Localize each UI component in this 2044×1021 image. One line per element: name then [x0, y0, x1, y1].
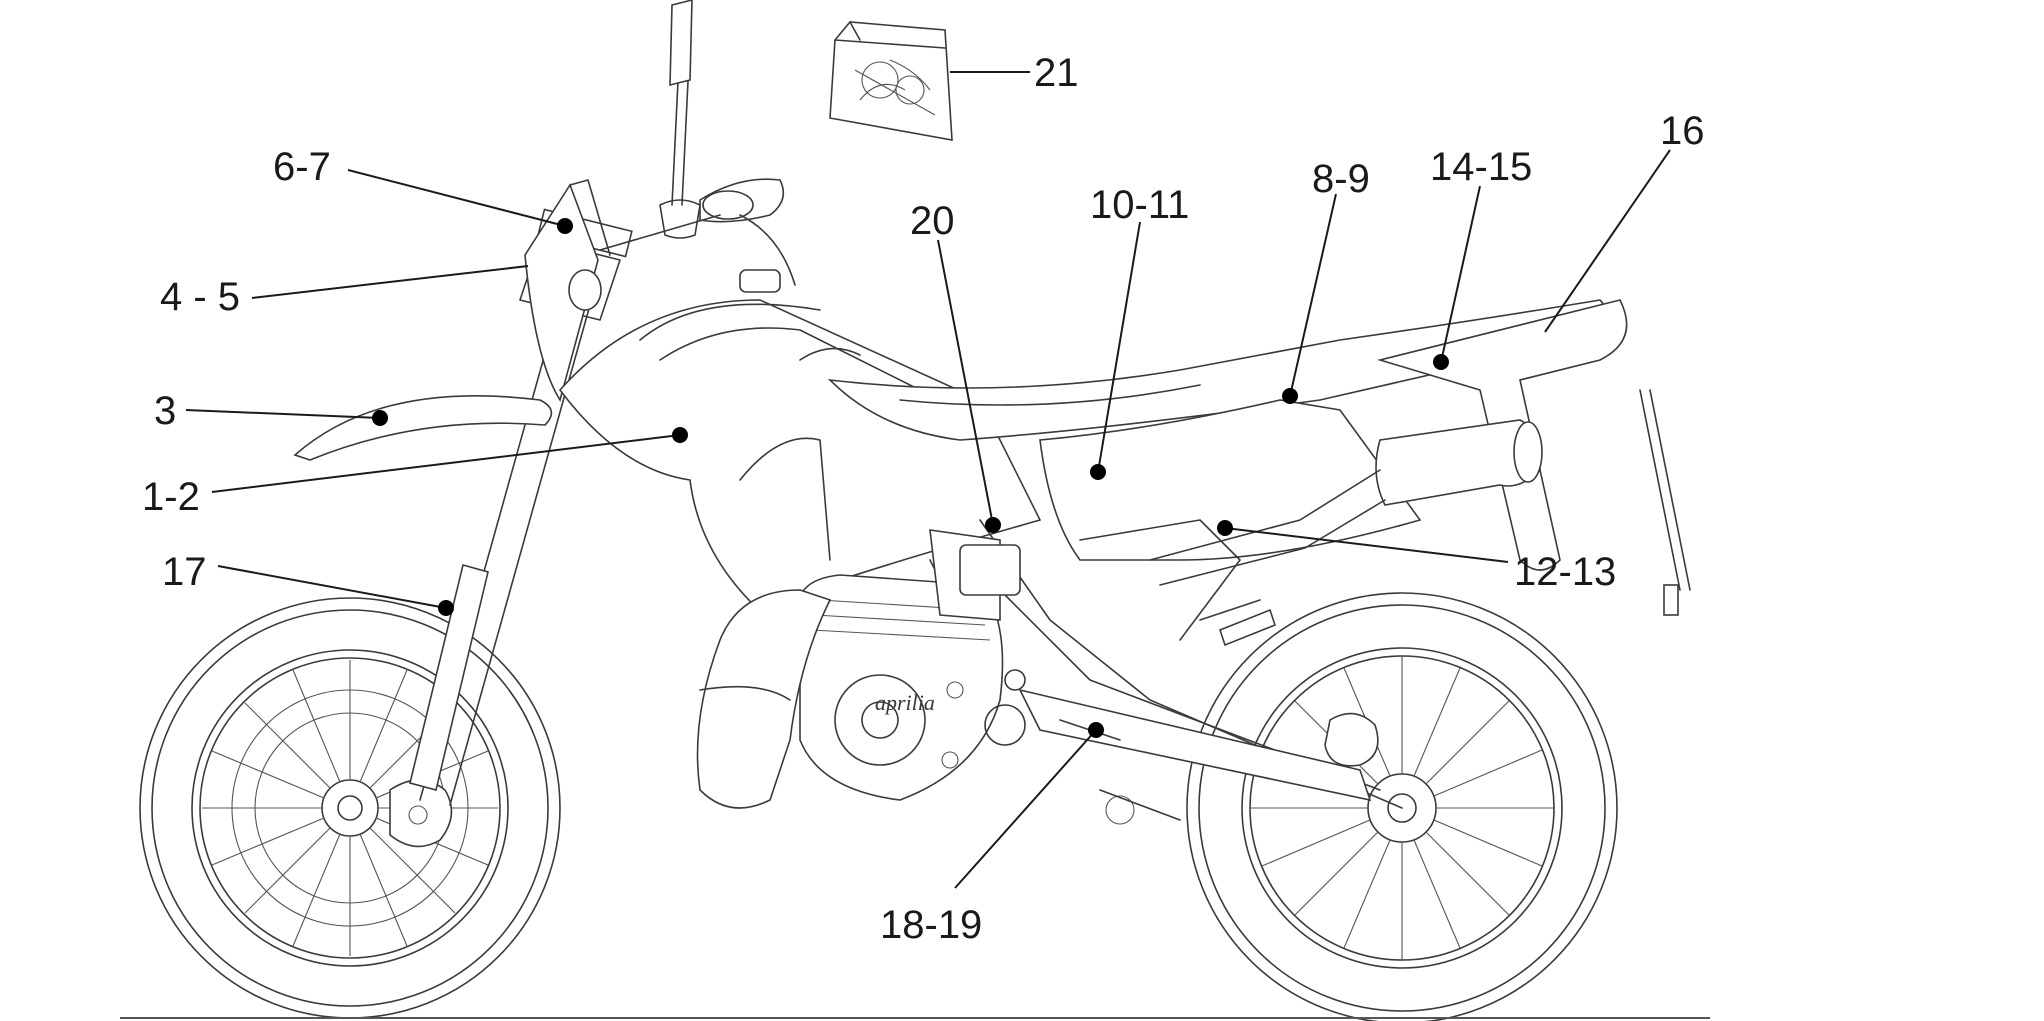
expansion-chamber: [696, 589, 832, 809]
exhaust: [1149, 419, 1543, 586]
front-fender: [293, 395, 553, 461]
engine: aprilia: [797, 529, 1026, 801]
callout-label-1-2: 1-2: [142, 475, 200, 519]
motorcycle-drawing: aprilia: [139, 0, 1691, 1021]
callout-18-19: 18-19: [880, 722, 1104, 947]
callout-dot-17: [438, 600, 454, 616]
callout-21: 21: [950, 51, 1079, 95]
rear-wheel: [1186, 592, 1618, 1021]
callout-label-4-5: 4 - 5: [160, 275, 240, 319]
callout-label-18-19: 18-19: [880, 903, 982, 947]
callout-8-9: 8-9: [1282, 157, 1370, 404]
tool-kit-bag: [829, 21, 953, 141]
callout-dot-14-15: [1433, 354, 1449, 370]
callout-16: 16: [1544, 109, 1705, 333]
callout-1-2: 1-2: [142, 427, 688, 519]
front-wheel: [139, 597, 561, 1019]
callout-label-12-13: 12-13: [1514, 550, 1616, 594]
tank-shroud: [558, 269, 1042, 621]
callout-dot-3: [372, 410, 388, 426]
callout-dot-18-19: [1088, 722, 1104, 738]
callout-dot-10-11: [1090, 464, 1106, 480]
callout-dot-1-2: [672, 427, 688, 443]
callout-20: 20: [910, 199, 1001, 533]
callout-3: 3: [154, 389, 388, 433]
callout-14-15: 14-15: [1430, 145, 1532, 370]
callout-label-14-15: 14-15: [1430, 145, 1532, 189]
callout-label-6-7: 6-7: [273, 145, 331, 189]
callout-label-20: 20: [910, 199, 955, 243]
callout-dot-6-7: [557, 218, 573, 234]
callout-label-10-11: 10-11: [1090, 183, 1189, 227]
callout-label-16: 16: [1660, 109, 1705, 153]
callout-10-11: 10-11: [1090, 183, 1189, 480]
callout-label-8-9: 8-9: [1312, 157, 1370, 201]
callout-label-17: 17: [162, 550, 207, 594]
callouts: 21 6-7 4 - 5 3 1-2 17: [142, 51, 1705, 947]
callout-dot-8-9: [1282, 388, 1298, 404]
callout-6-7: 6-7: [273, 145, 573, 234]
footpeg: [1059, 599, 1276, 741]
engine-brand-logo: aprilia: [875, 690, 935, 715]
callout-dot-20: [985, 517, 1001, 533]
callout-12-13: 12-13: [1217, 520, 1616, 594]
callout-17: 17: [162, 550, 454, 616]
callout-4-5: 4 - 5: [160, 265, 529, 319]
handlebar-mirror: [599, 0, 796, 286]
callout-dot-12-13: [1217, 520, 1233, 536]
callout-label-3: 3: [154, 389, 176, 433]
front-fairing: [524, 179, 611, 402]
callout-label-21: 21: [1034, 51, 1079, 95]
